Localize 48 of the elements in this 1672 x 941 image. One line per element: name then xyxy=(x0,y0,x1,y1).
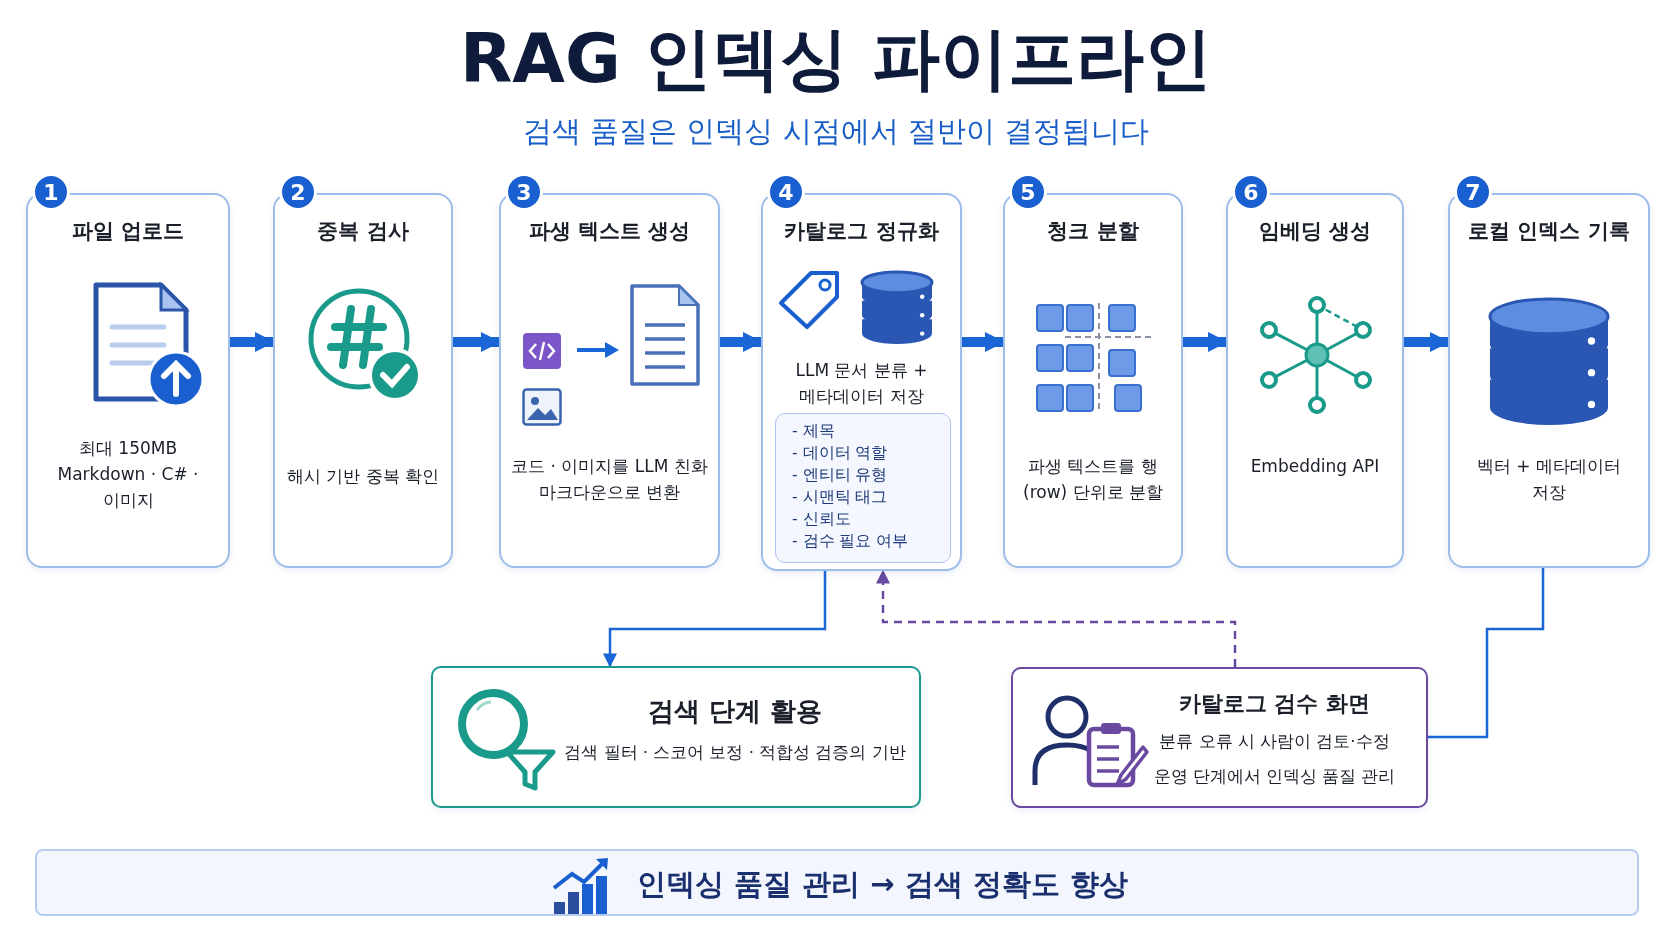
step-title: 파생 텍스트 생성 xyxy=(527,218,692,245)
panel-description: 분류 오류 시 사람이 검토·수정 xyxy=(1158,731,1391,753)
list-item: - 제목 xyxy=(792,421,836,442)
title: RAG 인덱싱 파이프라인 xyxy=(459,19,1213,98)
arrow xyxy=(1404,332,1450,352)
info-panel xyxy=(1011,667,1428,808)
step-number: 3 xyxy=(505,173,543,211)
step-title: 파일 업로드 xyxy=(70,218,186,245)
step-description: 파생 텍스트를 행(row) 단위로 분할 xyxy=(1022,455,1164,504)
list-item: - 엔티티 유형 xyxy=(792,465,889,486)
step-title: 중복 검사 xyxy=(316,218,410,245)
list-item: - 데이터 역할 xyxy=(792,443,889,464)
step-description: 해시 기반 중복 확인 xyxy=(285,465,441,488)
info-panel xyxy=(431,666,921,808)
step-title: 로컬 인덱스 기록 xyxy=(1467,218,1631,245)
step-description: 최대 150MB Markdown · C# · 이미지 xyxy=(56,437,200,512)
step-number: 6 xyxy=(1232,173,1270,211)
arrow xyxy=(876,569,1237,667)
metadata-list-panel xyxy=(775,413,951,563)
arrow xyxy=(1183,332,1228,352)
panel-description: 검색 필터 · 스코어 보정 · 적합성 검증의 기반 xyxy=(563,742,907,764)
arrow xyxy=(962,332,1005,352)
arrow xyxy=(603,571,827,668)
panel-title: 검색 단계 활용 xyxy=(646,695,824,728)
step-description: LLM 문서 분류 + 메타데이터 저장 xyxy=(794,359,929,408)
step-number: 4 xyxy=(767,173,805,211)
list-item: - 시맨틱 태그 xyxy=(792,487,889,508)
panel-description: 운영 단계에서 인덱싱 품질 관리 xyxy=(1152,766,1397,788)
connector-line xyxy=(1428,568,1545,739)
arrow xyxy=(453,332,501,352)
step-title: 청크 분할 xyxy=(1046,218,1140,245)
step-number: 5 xyxy=(1009,173,1047,211)
step-number: 1 xyxy=(32,173,70,211)
subtitle: 검색 품질은 인덱싱 시점에서 절반이 결정됩니다 xyxy=(522,114,1150,148)
list-item: - 신뢰도 xyxy=(792,509,852,530)
step-description: 코드 · 이미지를 LLM 친화 마크다운으로 변환 xyxy=(510,455,709,504)
step-title: 임베딩 생성 xyxy=(1257,218,1373,245)
step-number: 2 xyxy=(279,173,317,211)
step-number: 7 xyxy=(1454,173,1492,211)
arrow xyxy=(720,332,763,352)
step-description: 벡터 + 메타데이터 저장 xyxy=(1475,455,1623,504)
list-item: - 검수 필요 여부 xyxy=(792,531,910,552)
step-description: Embedding API xyxy=(1249,455,1381,478)
summary-text: 인덱싱 품질 관리 → 검색 정확도 향상 xyxy=(637,866,1128,903)
step-title: 카탈로그 정규화 xyxy=(783,218,940,245)
summary-banner xyxy=(35,849,1639,916)
arrow xyxy=(230,332,275,352)
panel-title: 카탈로그 검수 화면 xyxy=(1177,690,1372,718)
